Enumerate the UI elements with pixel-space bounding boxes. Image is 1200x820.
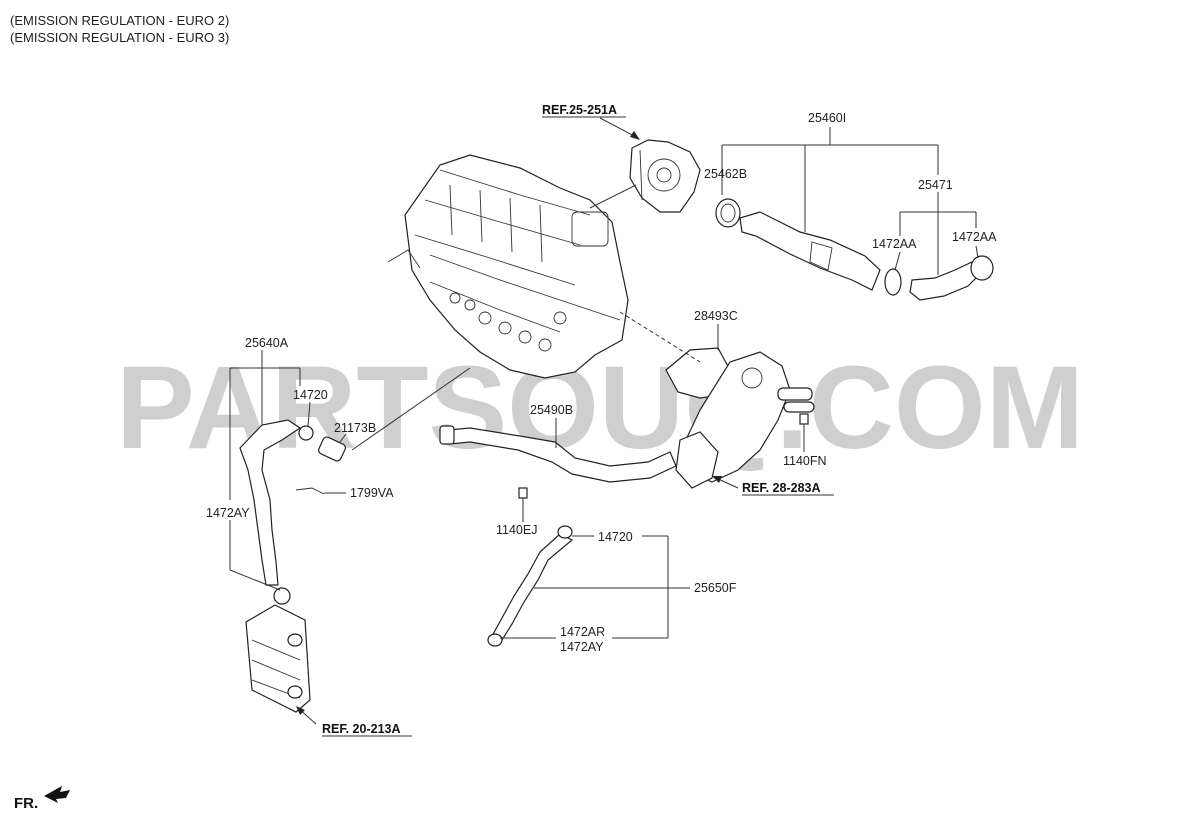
- part-1472AY-left-label[interactable]: 1472AY: [206, 506, 250, 520]
- left-hose-illustration: [239, 419, 346, 586]
- part-28493C-label[interactable]: 28493C: [694, 309, 738, 323]
- part-14720-bottom-label[interactable]: 14720: [598, 530, 633, 544]
- lower-hose-illustration: [487, 525, 574, 647]
- part-25462B-label[interactable]: 25462B: [704, 167, 747, 181]
- front-arrow-icon: [44, 786, 70, 803]
- leader-lines: [229, 117, 979, 725]
- part-21173B-label[interactable]: 21173B: [334, 421, 376, 435]
- part-1472AA-left-label[interactable]: 1472AA: [872, 237, 917, 251]
- part-25460I-label[interactable]: 25460I: [808, 111, 846, 125]
- header-line-euro3: (EMISSION REGULATION - EURO 3): [10, 30, 230, 45]
- watermark-text: PARTSOUQ.COM: [116, 342, 1084, 474]
- clamp-1472AA-right: [970, 255, 994, 281]
- clamp-14720-top: [298, 425, 314, 441]
- upper-hose-illustration: [739, 211, 902, 296]
- part-25650F-label[interactable]: 25650F: [694, 581, 737, 595]
- front-direction-label: FR.: [14, 795, 38, 812]
- part-1472AA-right-label[interactable]: 1472AA: [952, 230, 997, 244]
- gasket-ring: [715, 198, 741, 228]
- part-1472AY-bottom-label[interactable]: 1472AY: [560, 640, 604, 654]
- connector-21173B: [318, 436, 346, 462]
- ref-25-251A-label[interactable]: REF.25-251A: [542, 103, 617, 117]
- turbo-housing-illustration: [629, 139, 701, 213]
- clamp-1472AR: [487, 633, 503, 647]
- right-hose-illustration: [909, 255, 994, 301]
- ref-28-283A-label[interactable]: REF. 28-283A: [742, 481, 821, 495]
- ref-20-213A-label[interactable]: REF. 20-213A: [322, 722, 401, 736]
- middle-hose-illustration: [439, 425, 677, 483]
- part-25490B-label[interactable]: 25490B: [530, 403, 573, 417]
- engine-block-illustration: [387, 154, 629, 379]
- part-1140FN-label[interactable]: 1140FN: [783, 454, 827, 468]
- bolt-1140FN: [799, 413, 809, 436]
- oil-cooler-illustration: [245, 587, 311, 713]
- part-1472AR-label[interactable]: 1472AR: [560, 625, 605, 639]
- header-line-euro2: (EMISSION REGULATION - EURO 2): [10, 13, 230, 28]
- bolt-1140EJ: [518, 487, 528, 512]
- clamp-1472AA-left: [884, 268, 902, 296]
- part-25471-label[interactable]: 25471: [918, 178, 953, 192]
- part-1140EJ-label[interactable]: 1140EJ: [496, 523, 537, 537]
- part-14720-top-label[interactable]: 14720: [293, 388, 328, 402]
- part-1799VA-label[interactable]: 1799VA: [350, 486, 394, 500]
- thermostat-housing-illustration: [665, 347, 815, 489]
- clamp-14720-bottom: [557, 525, 573, 539]
- part-25640A-label[interactable]: 25640A: [245, 336, 289, 350]
